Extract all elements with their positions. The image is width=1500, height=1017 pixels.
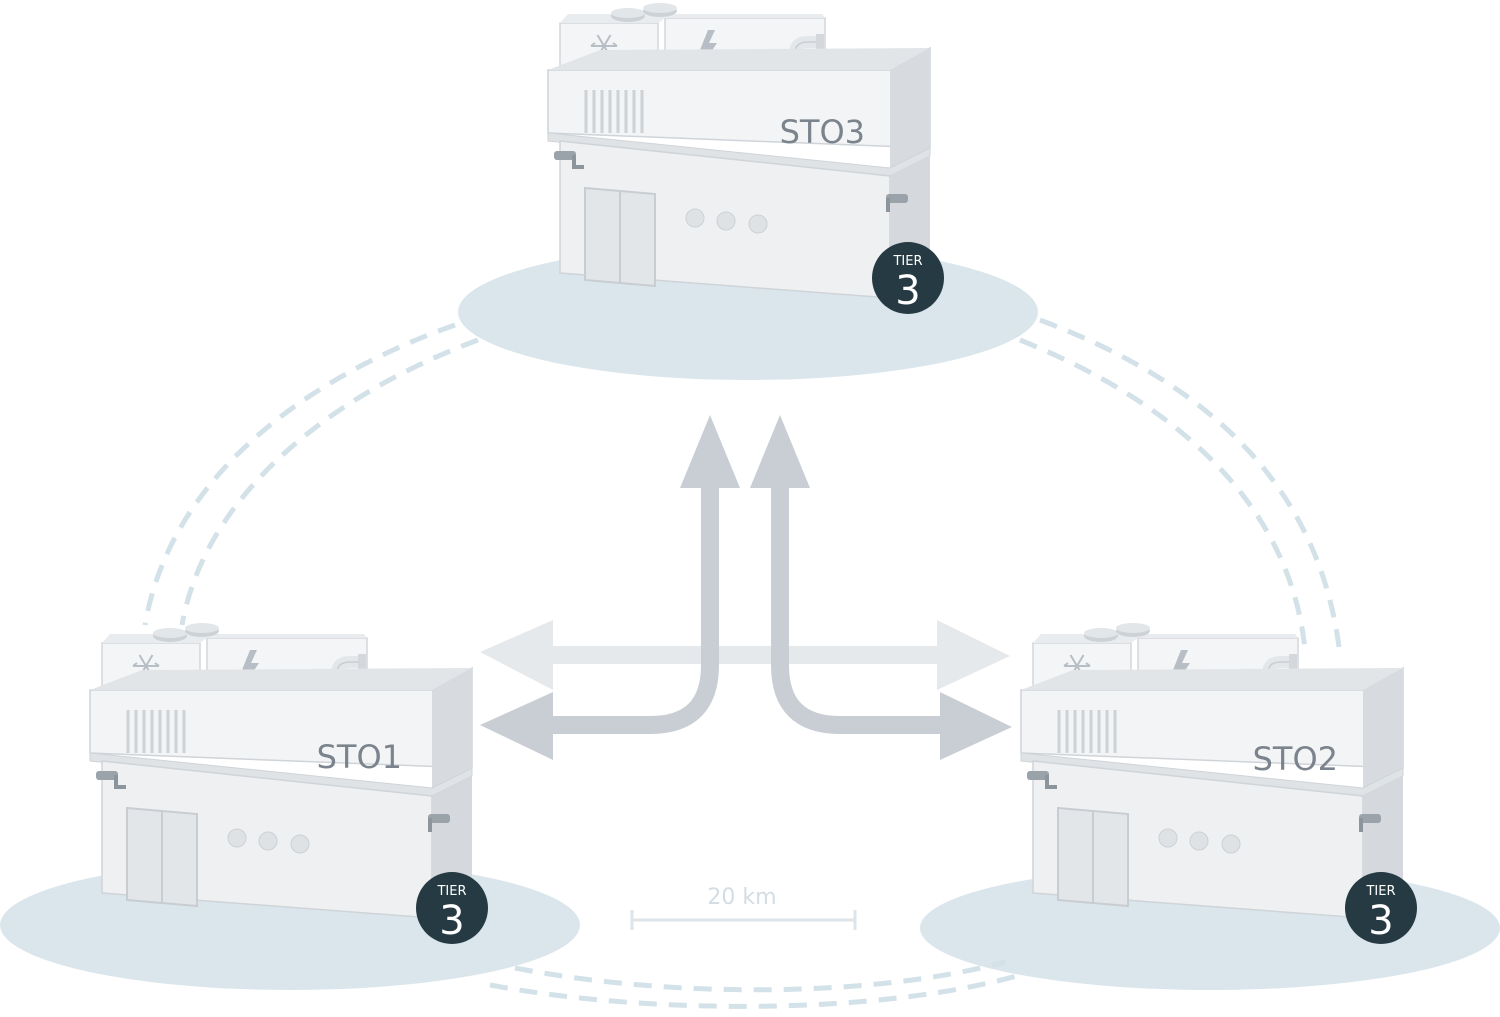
fiber-links (142, 317, 1343, 1009)
arrow-head-left (480, 692, 553, 760)
arrow-light-horizontal (480, 620, 1010, 690)
datacenter-name: STO2 (1253, 740, 1338, 778)
tier-value: 3 (1368, 898, 1393, 944)
datacenter-name: STO3 (780, 113, 865, 151)
tier-caption: TIER (892, 254, 922, 269)
tier-caption: TIER (1365, 884, 1395, 899)
tier-badge: TIER 3 (872, 242, 944, 314)
datacenter-sto2: STO2 TIER 3 (1021, 623, 1417, 944)
tier-caption: TIER (436, 884, 466, 899)
arrow-head-right (940, 692, 1012, 760)
datacenter-sto1: STO1 TIER 3 (90, 623, 488, 944)
traffic-arrows (480, 415, 1012, 760)
tier-value: 3 (439, 898, 464, 944)
scale-bar: 20 km (630, 885, 857, 930)
arrow-head-up-right (750, 415, 810, 488)
datacenter-name: STO1 (317, 738, 402, 776)
arrow-dark-paths (520, 470, 965, 734)
scale-label: 20 km (707, 885, 776, 910)
arrow-head-up-left (680, 415, 740, 488)
tier-value: 3 (895, 268, 920, 314)
tier-badge: TIER 3 (1345, 872, 1417, 944)
datacenter-sto3: STO3 TIER 3 (548, 3, 944, 314)
tier-badge: TIER 3 (416, 872, 488, 944)
